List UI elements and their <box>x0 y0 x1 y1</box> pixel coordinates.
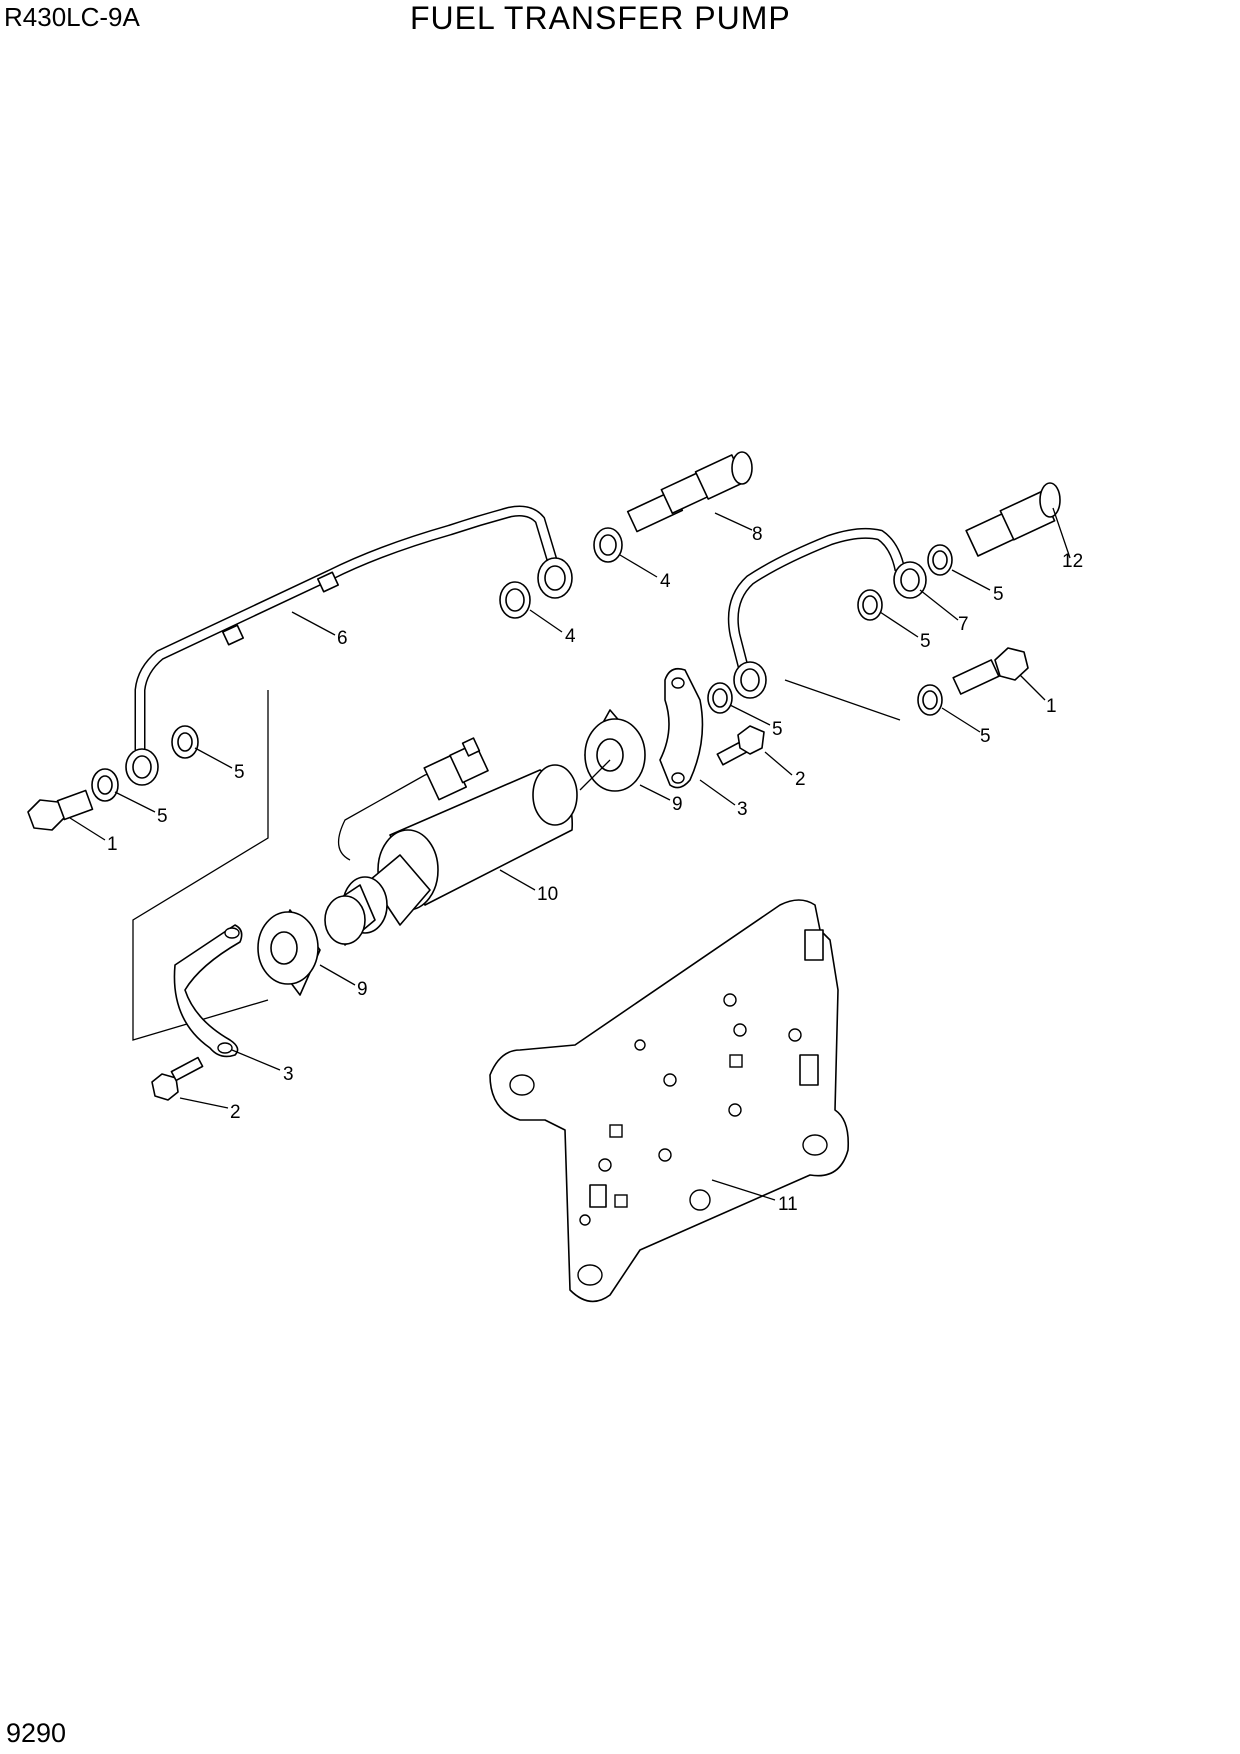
callout-3-upper: 3 <box>737 799 748 820</box>
part-9-cushion-upper <box>584 709 646 792</box>
callout-1-right: 1 <box>1046 696 1057 717</box>
leader-lines <box>69 507 1071 1201</box>
callout-3-lower: 3 <box>283 1064 294 1085</box>
part-7-fuel-pipe <box>727 527 927 699</box>
callout-5-near-clamp: 5 <box>772 719 783 740</box>
part-2-bolt-upper <box>716 725 765 766</box>
part-8-connector <box>626 451 753 533</box>
page-number: 9290 <box>6 1718 67 1748</box>
model-number: R430LC-9A <box>4 2 140 32</box>
part-6-fuel-pipe <box>125 505 573 786</box>
callout-6: 6 <box>337 628 348 649</box>
bracket-outline <box>132 690 269 1041</box>
callout-8: 8 <box>752 524 763 545</box>
callout-9-lower: 9 <box>357 979 368 1000</box>
callout-5-left-lower: 5 <box>157 806 168 827</box>
page-title: FUEL TRANSFER PUMP <box>410 0 791 36</box>
part-3-clamp-lower <box>173 924 243 1058</box>
part-1-banjo-bolt-left <box>27 789 94 831</box>
part-3-clamp-upper <box>659 667 704 789</box>
callout-4-lower: 4 <box>565 626 576 647</box>
o-rings <box>91 527 953 802</box>
part-10-fuel-pump <box>324 737 611 946</box>
callout-9-upper: 9 <box>672 794 683 815</box>
callout-2-upper: 2 <box>795 769 806 790</box>
part-2-bolt-lower <box>151 1056 204 1101</box>
callout-labels: 6 4 4 8 12 5 7 5 1 5 5 2 3 9 10 9 3 2 5 … <box>107 524 1083 1215</box>
callout-12: 12 <box>1062 551 1083 572</box>
part-9-cushion-lower <box>257 909 321 996</box>
part-11-mounting-plate <box>489 899 850 1303</box>
callout-7: 7 <box>958 614 969 635</box>
part-1-banjo-bolt-right <box>952 647 1029 695</box>
callout-2-lower: 2 <box>230 1102 241 1123</box>
callout-5-lower-right: 5 <box>980 726 991 747</box>
callout-4-upper: 4 <box>660 571 671 592</box>
callout-5-far-right: 5 <box>993 584 1004 605</box>
callout-10: 10 <box>537 884 558 905</box>
callout-11: 11 <box>778 1194 798 1215</box>
part-12-connector <box>965 482 1061 557</box>
callout-1-left: 1 <box>107 834 118 855</box>
callout-5-mid-right: 5 <box>920 631 931 652</box>
callout-5-left-upper: 5 <box>234 762 245 783</box>
